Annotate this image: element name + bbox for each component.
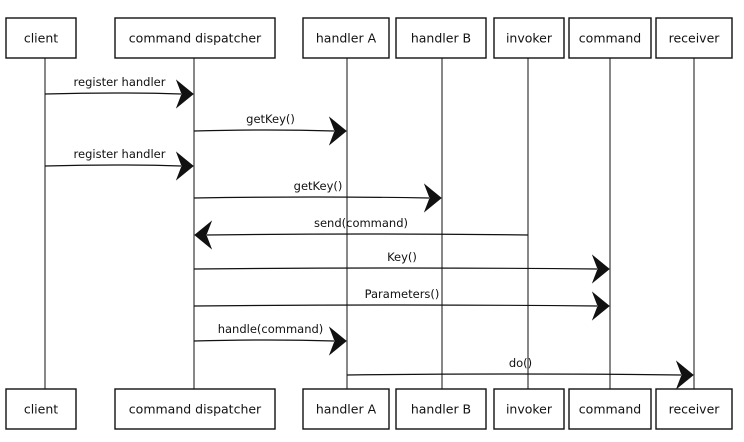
participant-label: command dispatcher: [129, 31, 262, 46]
message-line: [193, 196, 430, 199]
participant-label: invoker: [506, 402, 553, 417]
participant-label: command: [579, 31, 641, 46]
participant-label: receiver: [669, 402, 721, 417]
participant-bottom-2: handler A: [302, 388, 390, 430]
participant-label: command dispatcher: [129, 402, 262, 417]
message-line: [193, 304, 598, 307]
participant-top-6: receiver: [655, 17, 733, 59]
message-line: [193, 129, 335, 132]
message-4: send(command): [194, 216, 529, 250]
participant-top-0: client: [5, 17, 77, 59]
arrowhead: [175, 151, 194, 181]
message-3: getKey(): [193, 179, 442, 213]
participant-box: [568, 388, 652, 430]
message-label: Key(): [387, 250, 417, 264]
arrowhead: [675, 360, 694, 390]
participant-bottom-5: command: [568, 388, 652, 430]
message-1: getKey(): [193, 112, 347, 146]
participant-top-3: handler B: [395, 17, 487, 59]
message-8: do(): [346, 356, 694, 390]
message-label: register handler: [74, 147, 166, 161]
participant-label: handler A: [316, 31, 377, 46]
message-label: getKey(): [294, 179, 343, 193]
participant-label: receiver: [669, 31, 721, 46]
participant-label: client: [24, 31, 58, 46]
arrowhead: [194, 220, 213, 250]
participant-label: client: [24, 402, 58, 417]
message-label: register handler: [74, 75, 166, 89]
participant-label: handler B: [411, 31, 471, 46]
participant-box: [568, 17, 652, 59]
message-2: register handler: [44, 147, 194, 181]
participant-label: invoker: [506, 31, 553, 46]
participant-box: [114, 388, 276, 430]
participant-top-2: handler A: [302, 17, 390, 59]
participant-box: [5, 17, 77, 59]
arrowhead: [591, 254, 610, 284]
participant-box: [493, 17, 565, 59]
message-0: register handler: [44, 75, 194, 109]
arrowhead: [328, 326, 347, 356]
participant-bottom-4: invoker: [493, 388, 565, 430]
message-label: do(): [509, 356, 532, 370]
participant-box: [114, 17, 276, 59]
participant-label: handler A: [316, 402, 377, 417]
arrowhead: [591, 291, 610, 321]
participant-bottom-1: command dispatcher: [114, 388, 276, 430]
participant-top-1: command dispatcher: [114, 17, 276, 59]
message-label: Parameters(): [365, 287, 440, 301]
participant-box: [493, 388, 565, 430]
participant-box: [395, 388, 487, 430]
message-line: [44, 92, 182, 95]
participant-box: [395, 17, 487, 59]
message-line: [44, 164, 182, 167]
participant-label: handler B: [411, 402, 471, 417]
participant-box: [302, 17, 390, 59]
message-line: [193, 267, 598, 270]
message-label: getKey(): [246, 112, 295, 126]
participant-box: [302, 388, 390, 430]
message-line: [206, 233, 529, 236]
participant-top-5: command: [568, 17, 652, 59]
arrowhead: [328, 116, 347, 146]
message-6: Parameters(): [193, 287, 610, 321]
message-line: [346, 373, 682, 376]
participant-bottom-6: receiver: [655, 388, 733, 430]
arrowhead: [175, 79, 194, 109]
message-7: handle(command): [193, 322, 347, 356]
participant-box: [655, 388, 733, 430]
participant-label: command: [579, 402, 641, 417]
message-5: Key(): [193, 250, 610, 284]
participant-box: [5, 388, 77, 430]
participant-top-4: invoker: [493, 17, 565, 59]
message-line: [193, 339, 335, 342]
arrowhead: [423, 183, 442, 213]
message-label: handle(command): [218, 322, 324, 336]
participant-box: [655, 17, 733, 59]
message-label: send(command): [314, 216, 408, 230]
participant-bottom-0: client: [5, 388, 77, 430]
participant-bottom-3: handler B: [395, 388, 487, 430]
